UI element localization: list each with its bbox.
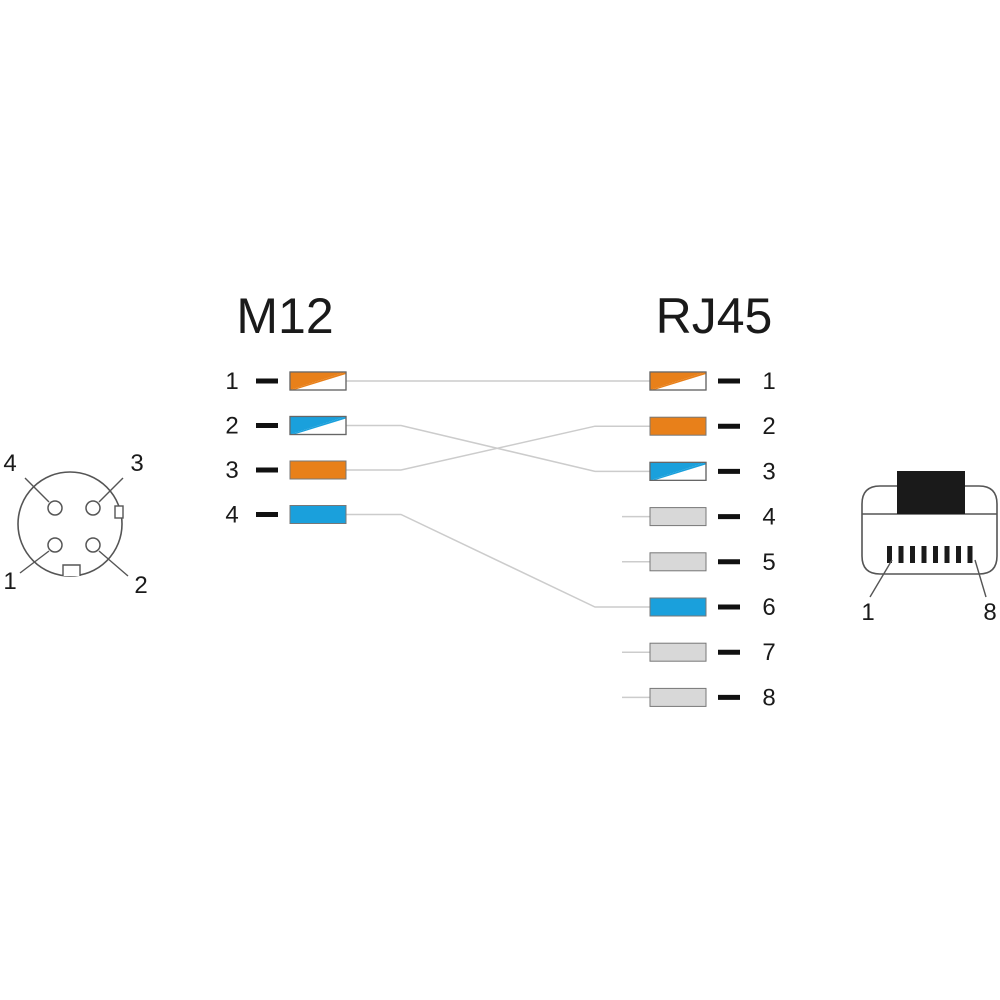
rj45-wire-color-swatch	[649, 416, 707, 436]
rj45-pin-row: 4	[622, 504, 776, 531]
m12-wire-color-swatch	[289, 371, 347, 391]
rj45-plug-label-1: 1	[861, 599, 874, 626]
m12-coding-key-bottom	[62, 564, 81, 576]
rj45-contact	[910, 546, 915, 563]
rj45-contact	[887, 546, 892, 563]
rj45-contact	[933, 546, 938, 563]
m12-face-label-3: 3	[130, 450, 143, 477]
rj45-contact	[956, 546, 961, 563]
rj45-pin-number: 8	[762, 684, 775, 711]
connection-wire	[346, 425, 650, 471]
m12-pin-number: 2	[225, 413, 238, 440]
rj45-wire-color-swatch	[649, 687, 707, 707]
rj45-latch	[897, 471, 965, 514]
rj45-pin-row: 6	[649, 594, 776, 621]
rj45-pin-number: 7	[762, 639, 775, 666]
m12-face-label-1: 1	[3, 568, 16, 595]
rj45-wire-color-swatch	[649, 642, 707, 662]
rj45-pin-number: 6	[762, 594, 775, 621]
m12-wire-color-swatch	[289, 505, 347, 524]
m12-connector-face: 4 3 1 2	[3, 450, 147, 599]
rj45-pin-number: 4	[762, 504, 775, 531]
rj45-contact	[921, 546, 927, 563]
rj45-wire-color-swatch	[649, 461, 707, 481]
rj45-pin-row: 3	[649, 458, 776, 485]
m12-pin-number: 4	[225, 502, 238, 529]
rj45-pin-number: 2	[762, 413, 775, 440]
rj45-contact	[944, 546, 950, 563]
rj45-pin-row: 1	[649, 368, 776, 395]
m12-pin-number: 1	[225, 368, 238, 395]
m12-coding-key-side	[114, 505, 124, 519]
rj45-pin-number: 1	[762, 368, 775, 395]
rj45-pin-number: 5	[762, 549, 775, 576]
m12-face-pin-1	[47, 537, 63, 553]
rj45-pin-row: 8	[622, 684, 776, 711]
connection-wire	[346, 513, 650, 608]
rj45-title: RJ45	[656, 288, 773, 344]
rj45-plug: 1 8	[861, 471, 998, 626]
rj45-plug-label-8: 8	[983, 599, 996, 626]
rj45-pin-list: 1 2 3 4 5 6 7 8	[622, 368, 776, 711]
rj45-wire-color-swatch	[649, 597, 707, 617]
rj45-pin-row: 7	[622, 639, 776, 666]
m12-pin-row: 2	[225, 413, 347, 440]
m12-title: M12	[236, 288, 333, 344]
m12-wire-color-swatch	[289, 460, 347, 480]
rj45-contacts	[887, 546, 973, 563]
rj45-pin-row: 5	[622, 549, 776, 576]
m12-face-pin-3	[85, 500, 101, 516]
m12-face-label-4: 4	[3, 450, 16, 477]
rj45-wire-color-swatch	[649, 552, 707, 572]
m12-face-pin-2	[85, 537, 101, 553]
m12-pin-row: 4	[225, 502, 347, 529]
m12-pin-list: 1 2 3 4	[225, 368, 347, 529]
m12-face-pin-4	[47, 500, 63, 516]
m12-wire-color-swatch	[289, 415, 347, 436]
m12-face-label-2: 2	[134, 572, 147, 599]
m12-pin-number: 3	[225, 457, 238, 484]
m12-pin-row: 3	[225, 457, 347, 484]
rj45-pin-number: 3	[762, 458, 775, 485]
rj45-pin-row: 2	[649, 413, 776, 440]
m12-pin-row: 1	[225, 368, 347, 395]
rj45-wire-color-swatch	[649, 507, 707, 527]
wires	[346, 380, 650, 608]
rj45-contact	[898, 546, 904, 563]
rj45-wire-color-swatch	[649, 371, 707, 391]
rj45-contact	[967, 546, 973, 563]
